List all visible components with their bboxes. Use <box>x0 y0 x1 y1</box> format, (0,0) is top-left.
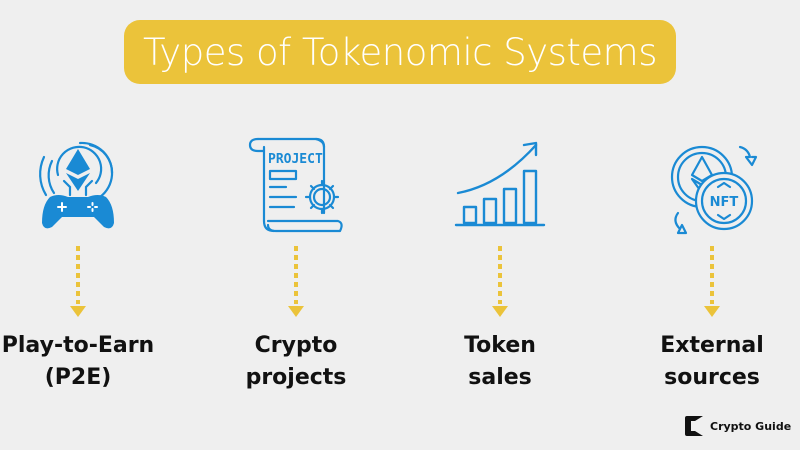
svg-text:NFT: NFT <box>710 195 739 210</box>
dotted-arrow-down-icon <box>288 246 304 317</box>
item-crypto-projects: PROJECT Crypto projects <box>196 0 396 450</box>
label-line-2: (P2E) <box>44 365 112 390</box>
dotted-arrow-down-icon <box>492 246 508 317</box>
label-line-1: Play-to-Earn <box>1 333 155 358</box>
item-label: Play-to-Earn (P2E) <box>0 330 178 394</box>
item-token-sales: Token sales <box>400 0 600 450</box>
project-scroll-gear-icon: PROJECT <box>246 135 346 235</box>
brand-name: Crypto Guide <box>710 419 792 433</box>
label-line-1: Crypto <box>254 333 338 358</box>
label-line-1: Token <box>464 333 536 358</box>
item-label: Token sales <box>400 330 600 394</box>
item-label: External sources <box>612 330 800 394</box>
label-line-2: projects <box>245 365 347 390</box>
label-line-2: sales <box>468 365 532 390</box>
item-label: Crypto projects <box>196 330 396 394</box>
label-line-2: sources <box>664 365 760 390</box>
dotted-arrow-down-icon <box>704 246 720 317</box>
page-title: Types of Tokenomic Systems <box>142 30 658 74</box>
title-banner: Types of Tokenomic Systems <box>124 20 676 84</box>
svg-text:PROJECT: PROJECT <box>268 152 323 167</box>
nft-exchange-icon: NFT <box>662 135 762 235</box>
growth-bar-chart-icon <box>450 135 550 235</box>
crypto-guide-logo-icon <box>685 416 703 436</box>
dotted-arrow-down-icon <box>70 246 86 317</box>
brand-logo: Crypto Guide <box>685 416 791 436</box>
item-play-to-earn: Play-to-Earn (P2E) <box>0 0 178 450</box>
ethereum-gamepad-icon <box>28 135 128 235</box>
label-line-1: External <box>660 333 764 358</box>
item-external-sources: NFT External sources <box>612 0 800 450</box>
